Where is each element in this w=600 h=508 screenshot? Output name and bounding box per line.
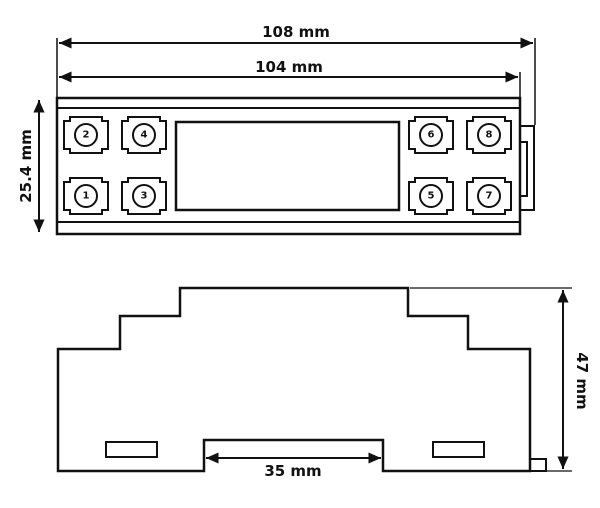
terminal-label-5: 5 [428, 191, 435, 202]
terminal-4-circle [132, 123, 156, 147]
housing-outline [55, 96, 522, 236]
dimension-label-104: 104 mm [255, 58, 323, 76]
top-view [33, 37, 536, 236]
terminal-pads [63, 116, 512, 215]
terminal-pad [408, 116, 454, 154]
latch-slot-right [432, 441, 485, 458]
side-view [56, 286, 572, 473]
terminal-pad [121, 177, 167, 215]
terminal-1-circle [74, 184, 98, 208]
terminal-pad [63, 177, 109, 215]
terminal-5-circle [419, 184, 443, 208]
terminal-label-3: 3 [141, 191, 148, 202]
terminal-2-circle [74, 123, 98, 147]
terminal-pad [466, 116, 512, 154]
terminal-3-circle [132, 184, 156, 208]
terminal-label-2: 2 [83, 130, 90, 141]
terminal-pad [466, 177, 512, 215]
terminal-7-circle [477, 184, 501, 208]
latch-slot-left [105, 441, 158, 458]
dimension-label-35: 35 mm [264, 462, 321, 480]
terminal-label-7: 7 [486, 191, 493, 202]
dimension-label-108: 108 mm [262, 23, 330, 41]
din-profile-outline [56, 286, 532, 473]
dimension-label-47: 47 mm [573, 352, 591, 409]
terminal-pad [121, 116, 167, 154]
side-clip-inner [520, 141, 528, 197]
terminal-label-4: 4 [141, 130, 148, 141]
terminal-6-circle [419, 123, 443, 147]
center-window [174, 120, 401, 212]
terminal-label-1: 1 [83, 191, 90, 202]
terminal-label-6: 6 [428, 130, 435, 141]
terminal-pad [408, 177, 454, 215]
side-clip [520, 125, 535, 211]
release-tab [529, 458, 547, 472]
terminal-8-circle [477, 123, 501, 147]
terminal-pad [63, 116, 109, 154]
terminal-label-8: 8 [486, 130, 493, 141]
dimension-label-25-4: 25.4 mm [17, 129, 35, 203]
